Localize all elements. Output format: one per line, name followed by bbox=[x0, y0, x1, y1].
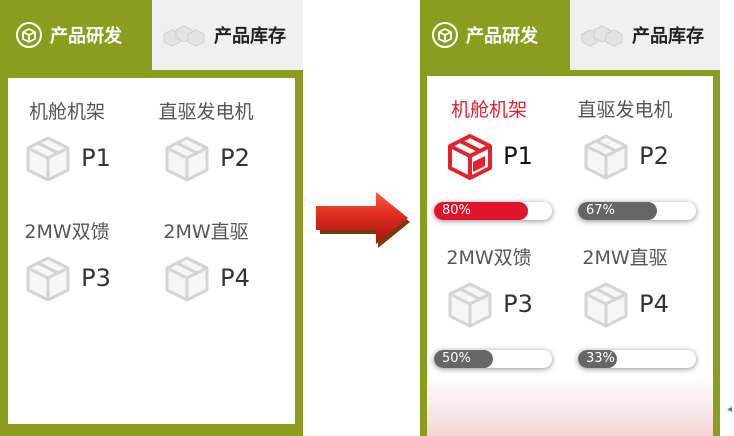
product-code: P1 bbox=[81, 144, 111, 172]
box-icon bbox=[448, 282, 492, 328]
product-name: 2MW直驱 bbox=[163, 221, 249, 243]
product-card-p1[interactable]: 机舱机架 P1 bbox=[424, 98, 554, 180]
tab-label: 产品库存 bbox=[214, 26, 286, 47]
product-name: 2MW双馈 bbox=[446, 247, 532, 269]
tab-product-rnd[interactable]: 产品研发 bbox=[0, 0, 152, 70]
content-frame: 机舱机架 P1 直驱发电机 P2 bbox=[420, 70, 720, 436]
product-grid: 机舱机架 P1 直驱发电机 P2 bbox=[8, 78, 295, 424]
progress-label: 33% bbox=[586, 351, 615, 366]
box-icon bbox=[432, 22, 458, 48]
product-code: P3 bbox=[81, 264, 111, 292]
progress-label: 50% bbox=[442, 351, 471, 366]
tab-product-inventory[interactable]: 产品库存 bbox=[570, 0, 720, 70]
product-code: P2 bbox=[639, 142, 669, 170]
product-name: 2MW直驱 bbox=[582, 247, 668, 269]
bottom-glow bbox=[427, 376, 713, 436]
box-icon bbox=[165, 256, 209, 302]
progress-fill bbox=[434, 202, 529, 220]
progress-fill bbox=[578, 350, 617, 368]
boxes-icon bbox=[163, 25, 205, 47]
content-frame: 机舱机架 P1 直驱发电机 P2 bbox=[0, 70, 303, 436]
tab-label: 产品研发 bbox=[50, 26, 122, 47]
progress-label: 67% bbox=[586, 203, 615, 218]
tab-bar: 产品研发 产品库存 bbox=[0, 0, 303, 70]
product-grid: 机舱机架 P1 直驱发电机 P2 bbox=[427, 76, 713, 436]
product-code: P1 bbox=[503, 142, 533, 170]
product-card-p2[interactable]: 直驱发电机 P2 bbox=[560, 98, 690, 180]
product-code: P4 bbox=[639, 290, 669, 318]
product-code: P4 bbox=[220, 264, 250, 292]
product-card-p3[interactable]: 2MW双馈 P3 bbox=[424, 246, 554, 328]
product-name: 直驱发电机 bbox=[577, 99, 673, 121]
boxes-icon bbox=[581, 25, 623, 47]
box-icon bbox=[165, 136, 209, 182]
tab-label: 产品库存 bbox=[632, 26, 704, 47]
product-card-p1[interactable]: 机舱机架 P1 bbox=[2, 100, 132, 182]
product-name: 机舱机架 bbox=[28, 101, 105, 123]
progress-fill bbox=[434, 350, 493, 368]
box-icon bbox=[26, 256, 70, 302]
product-panel-after: 产品研发 产品库存 机舱机架 bbox=[420, 0, 720, 436]
caret-icon: ◂ bbox=[727, 404, 733, 415]
progress-bar-p1: 80% bbox=[434, 202, 552, 220]
product-card-p4[interactable]: 2MW直驱 P4 bbox=[560, 246, 690, 328]
tab-product-rnd[interactable]: 产品研发 bbox=[420, 0, 570, 70]
product-name: 2MW双馈 bbox=[24, 221, 110, 243]
product-panel-before: 产品研发 产品库存 机舱机架 P1 bbox=[0, 0, 303, 436]
progress-bar-p4: 33% bbox=[578, 350, 696, 368]
progress-bar-p3: 50% bbox=[434, 350, 552, 368]
tab-product-inventory[interactable]: 产品库存 bbox=[152, 0, 303, 70]
box-icon bbox=[584, 282, 628, 328]
product-code: P2 bbox=[220, 144, 250, 172]
product-card-p4[interactable]: 2MW直驱 P4 bbox=[141, 220, 271, 302]
progress-label: 80% bbox=[442, 203, 471, 218]
progress-fill bbox=[578, 202, 658, 220]
box-icon bbox=[26, 136, 70, 182]
tab-bar: 产品研发 产品库存 bbox=[420, 0, 720, 70]
product-name: 直驱发电机 bbox=[158, 101, 254, 123]
tab-label: 产品研发 bbox=[466, 26, 538, 47]
progress-bar-p2: 67% bbox=[578, 202, 696, 220]
product-code: P3 bbox=[503, 290, 533, 318]
right-arrow-icon bbox=[316, 192, 410, 248]
box-icon bbox=[448, 134, 493, 180]
box-icon bbox=[16, 22, 42, 48]
box-icon bbox=[584, 134, 628, 180]
product-card-p2[interactable]: 直驱发电机 P2 bbox=[141, 100, 271, 182]
product-card-p3[interactable]: 2MW双馈 P3 bbox=[2, 220, 132, 302]
product-name: 机舱机架 bbox=[450, 99, 527, 121]
